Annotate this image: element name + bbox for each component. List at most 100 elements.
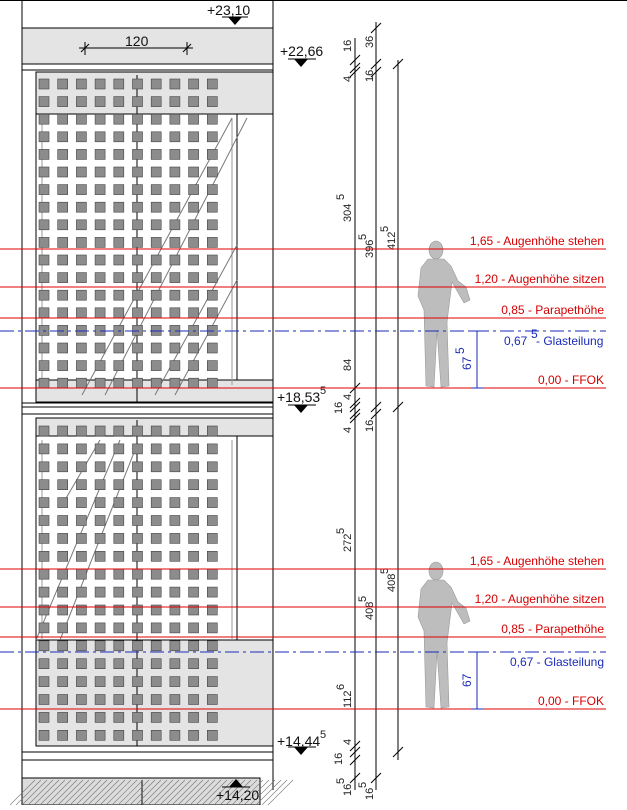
- perforation-square: [113, 479, 125, 491]
- dim-tick: [349, 412, 361, 424]
- perforation-square: [76, 360, 87, 371]
- perforation-square: [188, 694, 199, 705]
- perforation-square: [169, 640, 181, 652]
- perforation-square: [150, 272, 162, 283]
- perforation-square: [57, 78, 69, 90]
- hatch-line: [219, 779, 246, 806]
- hatch-line: [27, 779, 54, 806]
- perforation-square: [38, 78, 50, 90]
- perforation-square: [150, 307, 162, 319]
- label-parapet-upper: 0,85 - Parapethöhe: [501, 303, 604, 317]
- perforation-square: [38, 443, 50, 455]
- perforation-square: [188, 113, 199, 125]
- hatch-line: [51, 779, 78, 806]
- dim-84-label: 84: [342, 359, 354, 371]
- bottom-slab-hatch: [9, 779, 294, 806]
- label-glass-lower: 0,67 - Glasteilung: [510, 655, 604, 669]
- perforation-square: [169, 289, 181, 301]
- perforation-square: [132, 78, 143, 90]
- perforation-square: [169, 479, 181, 491]
- dim-36-label: 36: [364, 36, 376, 48]
- perforation-square: [188, 497, 199, 508]
- dim-tick: [349, 401, 361, 413]
- perforation-square: [132, 289, 143, 301]
- perforation-square: [207, 342, 218, 354]
- perforation-square: [38, 201, 50, 213]
- perforation-square: [113, 184, 125, 195]
- perforation-square: [94, 658, 106, 670]
- dim-tick: [349, 408, 361, 420]
- perforation-square: [207, 586, 218, 598]
- perforation-square: [38, 254, 50, 266]
- perforation-square: [57, 479, 69, 491]
- perforation-square: [57, 237, 69, 248]
- label-eye-sitting-lower: 1,20 - Augenhöhe sitzen: [475, 592, 604, 606]
- perforation-square: [94, 307, 106, 319]
- perforation-square: [76, 184, 87, 195]
- perforation-square: [38, 377, 50, 389]
- perforation-square: [169, 254, 181, 266]
- perforation-square: [94, 360, 106, 371]
- perforation-square: [94, 729, 106, 741]
- perforation-square: [76, 497, 87, 508]
- perforation-square: [38, 113, 50, 125]
- perforation-square: [207, 184, 218, 195]
- level-floor-lower: +14,44 5: [277, 729, 326, 755]
- perforation-square: [113, 113, 125, 125]
- hatch-line: [117, 779, 144, 806]
- hatch-line: [207, 779, 234, 806]
- perforation-square: [76, 254, 87, 266]
- perforation-square: [132, 515, 143, 526]
- label-glass-upper: 0,67 5 - Glasteilung: [504, 327, 603, 348]
- perforation-square: [76, 568, 87, 580]
- perforation-square: [57, 586, 69, 598]
- perforation-square: [94, 219, 106, 231]
- dim-16-label: 16: [364, 420, 376, 432]
- dim-ticks: [349, 22, 404, 784]
- lower-parapet-panel: [35, 639, 274, 747]
- label-ffok-lower: 0,00 - FFOK: [538, 694, 604, 708]
- perforation-square: [94, 676, 106, 687]
- glass-dim-upper-sup: 5: [453, 347, 467, 354]
- hatch-line: [81, 779, 108, 806]
- perforation-square: [57, 289, 69, 301]
- perforation-square: [169, 550, 181, 562]
- perforation-square: [169, 676, 181, 687]
- perforation-square: [132, 360, 143, 371]
- hatch-line: [111, 779, 138, 806]
- perforation-square: [169, 586, 181, 598]
- perforation-square: [113, 568, 125, 580]
- perforation-square: [57, 360, 69, 371]
- perforation-square: [57, 712, 69, 723]
- perforation-square: [150, 254, 162, 266]
- perforation-square: [38, 325, 50, 336]
- perforation-square: [57, 497, 69, 508]
- perforation-square: [150, 676, 162, 687]
- perforation-square: [113, 78, 125, 90]
- dim-tick: [349, 772, 361, 784]
- hatch-line: [75, 779, 102, 806]
- perforation-square: [188, 640, 199, 652]
- perforation-square: [57, 272, 69, 283]
- perforation-square: [76, 461, 87, 473]
- hatch-line: [45, 779, 72, 806]
- perforation-square: [38, 425, 50, 437]
- level-roof: +22,66: [280, 43, 323, 67]
- perforation-square: [132, 622, 143, 634]
- perforation-square: [113, 131, 125, 143]
- perforation-square: [76, 712, 87, 723]
- perforation-square: [207, 131, 218, 143]
- hatch-line: [255, 779, 282, 806]
- perforation-square: [113, 586, 125, 598]
- perforated-panel-squares: [38, 78, 218, 741]
- perforation-square: [113, 497, 125, 508]
- perforation-square: [169, 237, 181, 248]
- perforation-square: [57, 640, 69, 652]
- roof-slab: [21, 27, 274, 65]
- glass-dim-upper-label: 67: [460, 356, 474, 370]
- perforation-square: [150, 78, 162, 90]
- perforation-square: [57, 131, 69, 143]
- perforation-square: [150, 479, 162, 491]
- human-figure-upper: [417, 240, 471, 388]
- dim-chain-1-labels: 16 4 304 5 84 4 16 4 272 5 112 6 4 16 16…: [333, 40, 354, 796]
